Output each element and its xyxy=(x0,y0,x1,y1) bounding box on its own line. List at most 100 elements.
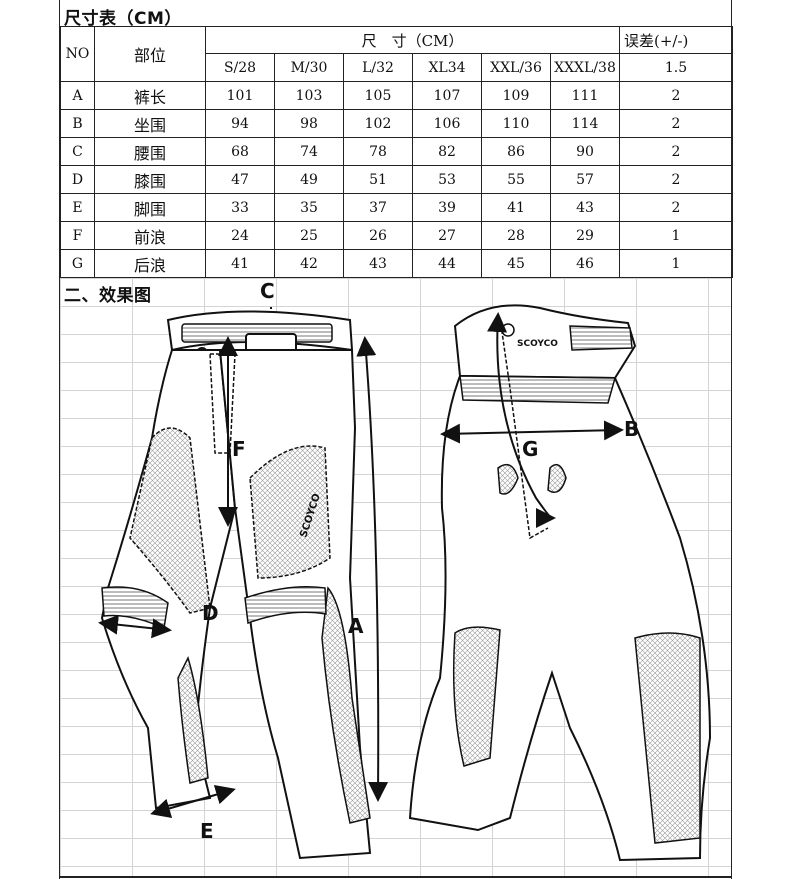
row-value: 47 xyxy=(205,165,275,194)
row-value: 107 xyxy=(412,81,482,110)
row-value: 101 xyxy=(205,81,275,110)
row-value: 49 xyxy=(274,165,344,194)
row-value: 86 xyxy=(481,137,551,166)
row-value: 43 xyxy=(550,193,620,222)
row-part: 腰围 xyxy=(94,137,206,166)
row-no: G xyxy=(60,249,95,278)
dimension-a-arrow xyxy=(356,336,389,802)
row-value: 33 xyxy=(205,193,275,222)
row-tolerance: 2 xyxy=(619,109,733,138)
row-tolerance: 1 xyxy=(619,221,733,250)
size-table-title: 尺寸表（CM） xyxy=(64,9,182,29)
front-pants-view xyxy=(100,310,372,860)
row-part: 后浪 xyxy=(94,249,206,278)
label-c: C xyxy=(260,279,275,303)
row-part: 膝围 xyxy=(94,165,206,194)
header-no: NO xyxy=(60,26,95,82)
row-value: 114 xyxy=(550,109,620,138)
back-brand-logo: SCOYCO xyxy=(517,339,558,349)
row-value: 103 xyxy=(274,81,344,110)
label-b: B xyxy=(624,417,639,441)
back-pants-view xyxy=(408,304,712,862)
row-value: 74 xyxy=(274,137,344,166)
effect-title: 二、效果图 xyxy=(64,286,152,306)
row-value: 106 xyxy=(412,109,482,138)
frame-bottom-border xyxy=(59,876,732,878)
row-value: 57 xyxy=(550,165,620,194)
label-d: D xyxy=(202,601,219,625)
row-no: D xyxy=(60,165,95,194)
header-tolerance: 误差(+/-) xyxy=(619,26,733,54)
row-value: 110 xyxy=(481,109,551,138)
header-part: 部位 xyxy=(94,26,206,82)
row-value: 28 xyxy=(481,221,551,250)
header-size-group: 尺 寸（CM） xyxy=(205,26,620,54)
label-f: F xyxy=(232,437,246,461)
row-value: 68 xyxy=(205,137,275,166)
row-value: 43 xyxy=(343,249,413,278)
row-value: 102 xyxy=(343,109,413,138)
frame-right-border xyxy=(731,0,732,879)
row-value: 53 xyxy=(412,165,482,194)
row-part: 脚围 xyxy=(94,193,206,222)
row-value: 94 xyxy=(205,109,275,138)
label-a: A xyxy=(348,614,364,638)
row-value: 55 xyxy=(481,165,551,194)
row-tolerance: 2 xyxy=(619,137,733,166)
size-header: M/30 xyxy=(274,53,344,82)
row-no: B xyxy=(60,109,95,138)
row-value: 45 xyxy=(481,249,551,278)
row-value: 98 xyxy=(274,109,344,138)
row-no: F xyxy=(60,221,95,250)
size-header: S/28 xyxy=(205,53,275,82)
row-value: 105 xyxy=(343,81,413,110)
size-table: NO 部位 尺 寸（CM） 误差(+/-) S/28 M/30 L/32 XL3… xyxy=(60,26,733,278)
row-tolerance: 2 xyxy=(619,81,733,110)
pants-diagram: SCOYCO SCOYCO C F A D E B G xyxy=(98,279,712,862)
row-value: 25 xyxy=(274,221,344,250)
row-no: C xyxy=(60,137,95,166)
row-value: 29 xyxy=(550,221,620,250)
row-value: 111 xyxy=(550,81,620,110)
row-value: 24 xyxy=(205,221,275,250)
row-value: 35 xyxy=(274,193,344,222)
label-g: G xyxy=(522,437,538,461)
label-e: E xyxy=(200,819,214,843)
row-no: E xyxy=(60,193,95,222)
row-no: A xyxy=(60,81,95,110)
row-part: 前浪 xyxy=(94,221,206,250)
size-header: XL34 xyxy=(412,53,482,82)
row-value: 78 xyxy=(343,137,413,166)
frame-left-border xyxy=(59,0,60,879)
row-tolerance: 2 xyxy=(619,193,733,222)
dimension-e-arrow xyxy=(150,784,236,819)
row-value: 42 xyxy=(274,249,344,278)
row-value: 51 xyxy=(343,165,413,194)
row-value: 27 xyxy=(412,221,482,250)
row-value: 41 xyxy=(481,193,551,222)
dimension-d-arrow xyxy=(98,614,172,639)
dimension-g-arrow xyxy=(487,312,556,528)
row-value: 37 xyxy=(343,193,413,222)
row-value: 26 xyxy=(343,221,413,250)
size-header: XXL/36 xyxy=(481,53,551,82)
row-value: 44 xyxy=(412,249,482,278)
row-value: 39 xyxy=(412,193,482,222)
row-value: 46 xyxy=(550,249,620,278)
row-value: 82 xyxy=(412,137,482,166)
row-part: 裤长 xyxy=(94,81,206,110)
size-header: XXXL/38 xyxy=(550,53,620,82)
tolerance-value: 1.5 xyxy=(619,53,733,82)
row-value: 41 xyxy=(205,249,275,278)
row-value: 90 xyxy=(550,137,620,166)
row-part: 坐围 xyxy=(94,109,206,138)
row-tolerance: 1 xyxy=(619,249,733,278)
row-tolerance: 2 xyxy=(619,165,733,194)
